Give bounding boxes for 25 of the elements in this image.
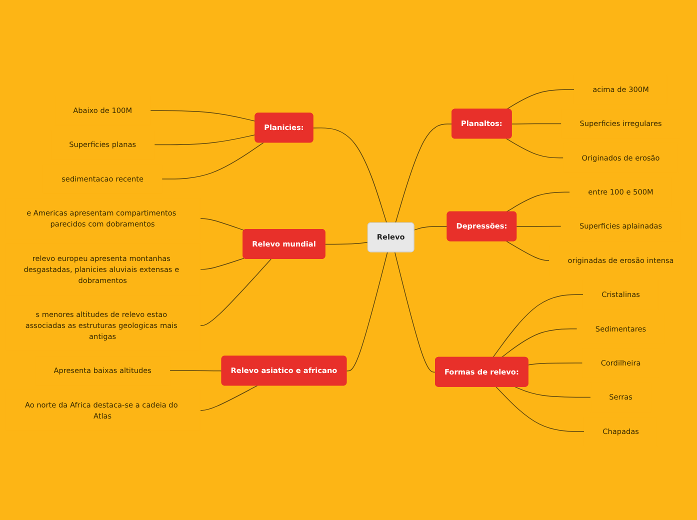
connector [150,110,256,122]
connector [161,142,264,179]
connector [200,258,272,326]
connector [200,384,258,410]
connector [506,88,575,110]
connector [312,127,387,223]
connector [496,386,585,432]
connector [506,240,550,260]
connector [169,370,222,371]
connector [506,138,564,158]
connector [501,328,578,358]
connector [200,218,245,230]
connector [506,191,570,212]
connector [514,386,592,398]
connector [511,122,562,124]
connector [414,226,448,230]
connector [492,294,584,358]
connector [394,251,436,372]
connector [324,241,368,244]
connector [516,225,562,226]
connector [395,123,453,223]
connector [154,134,256,145]
connector [200,257,245,270]
connector [528,362,583,365]
connector [346,251,388,371]
